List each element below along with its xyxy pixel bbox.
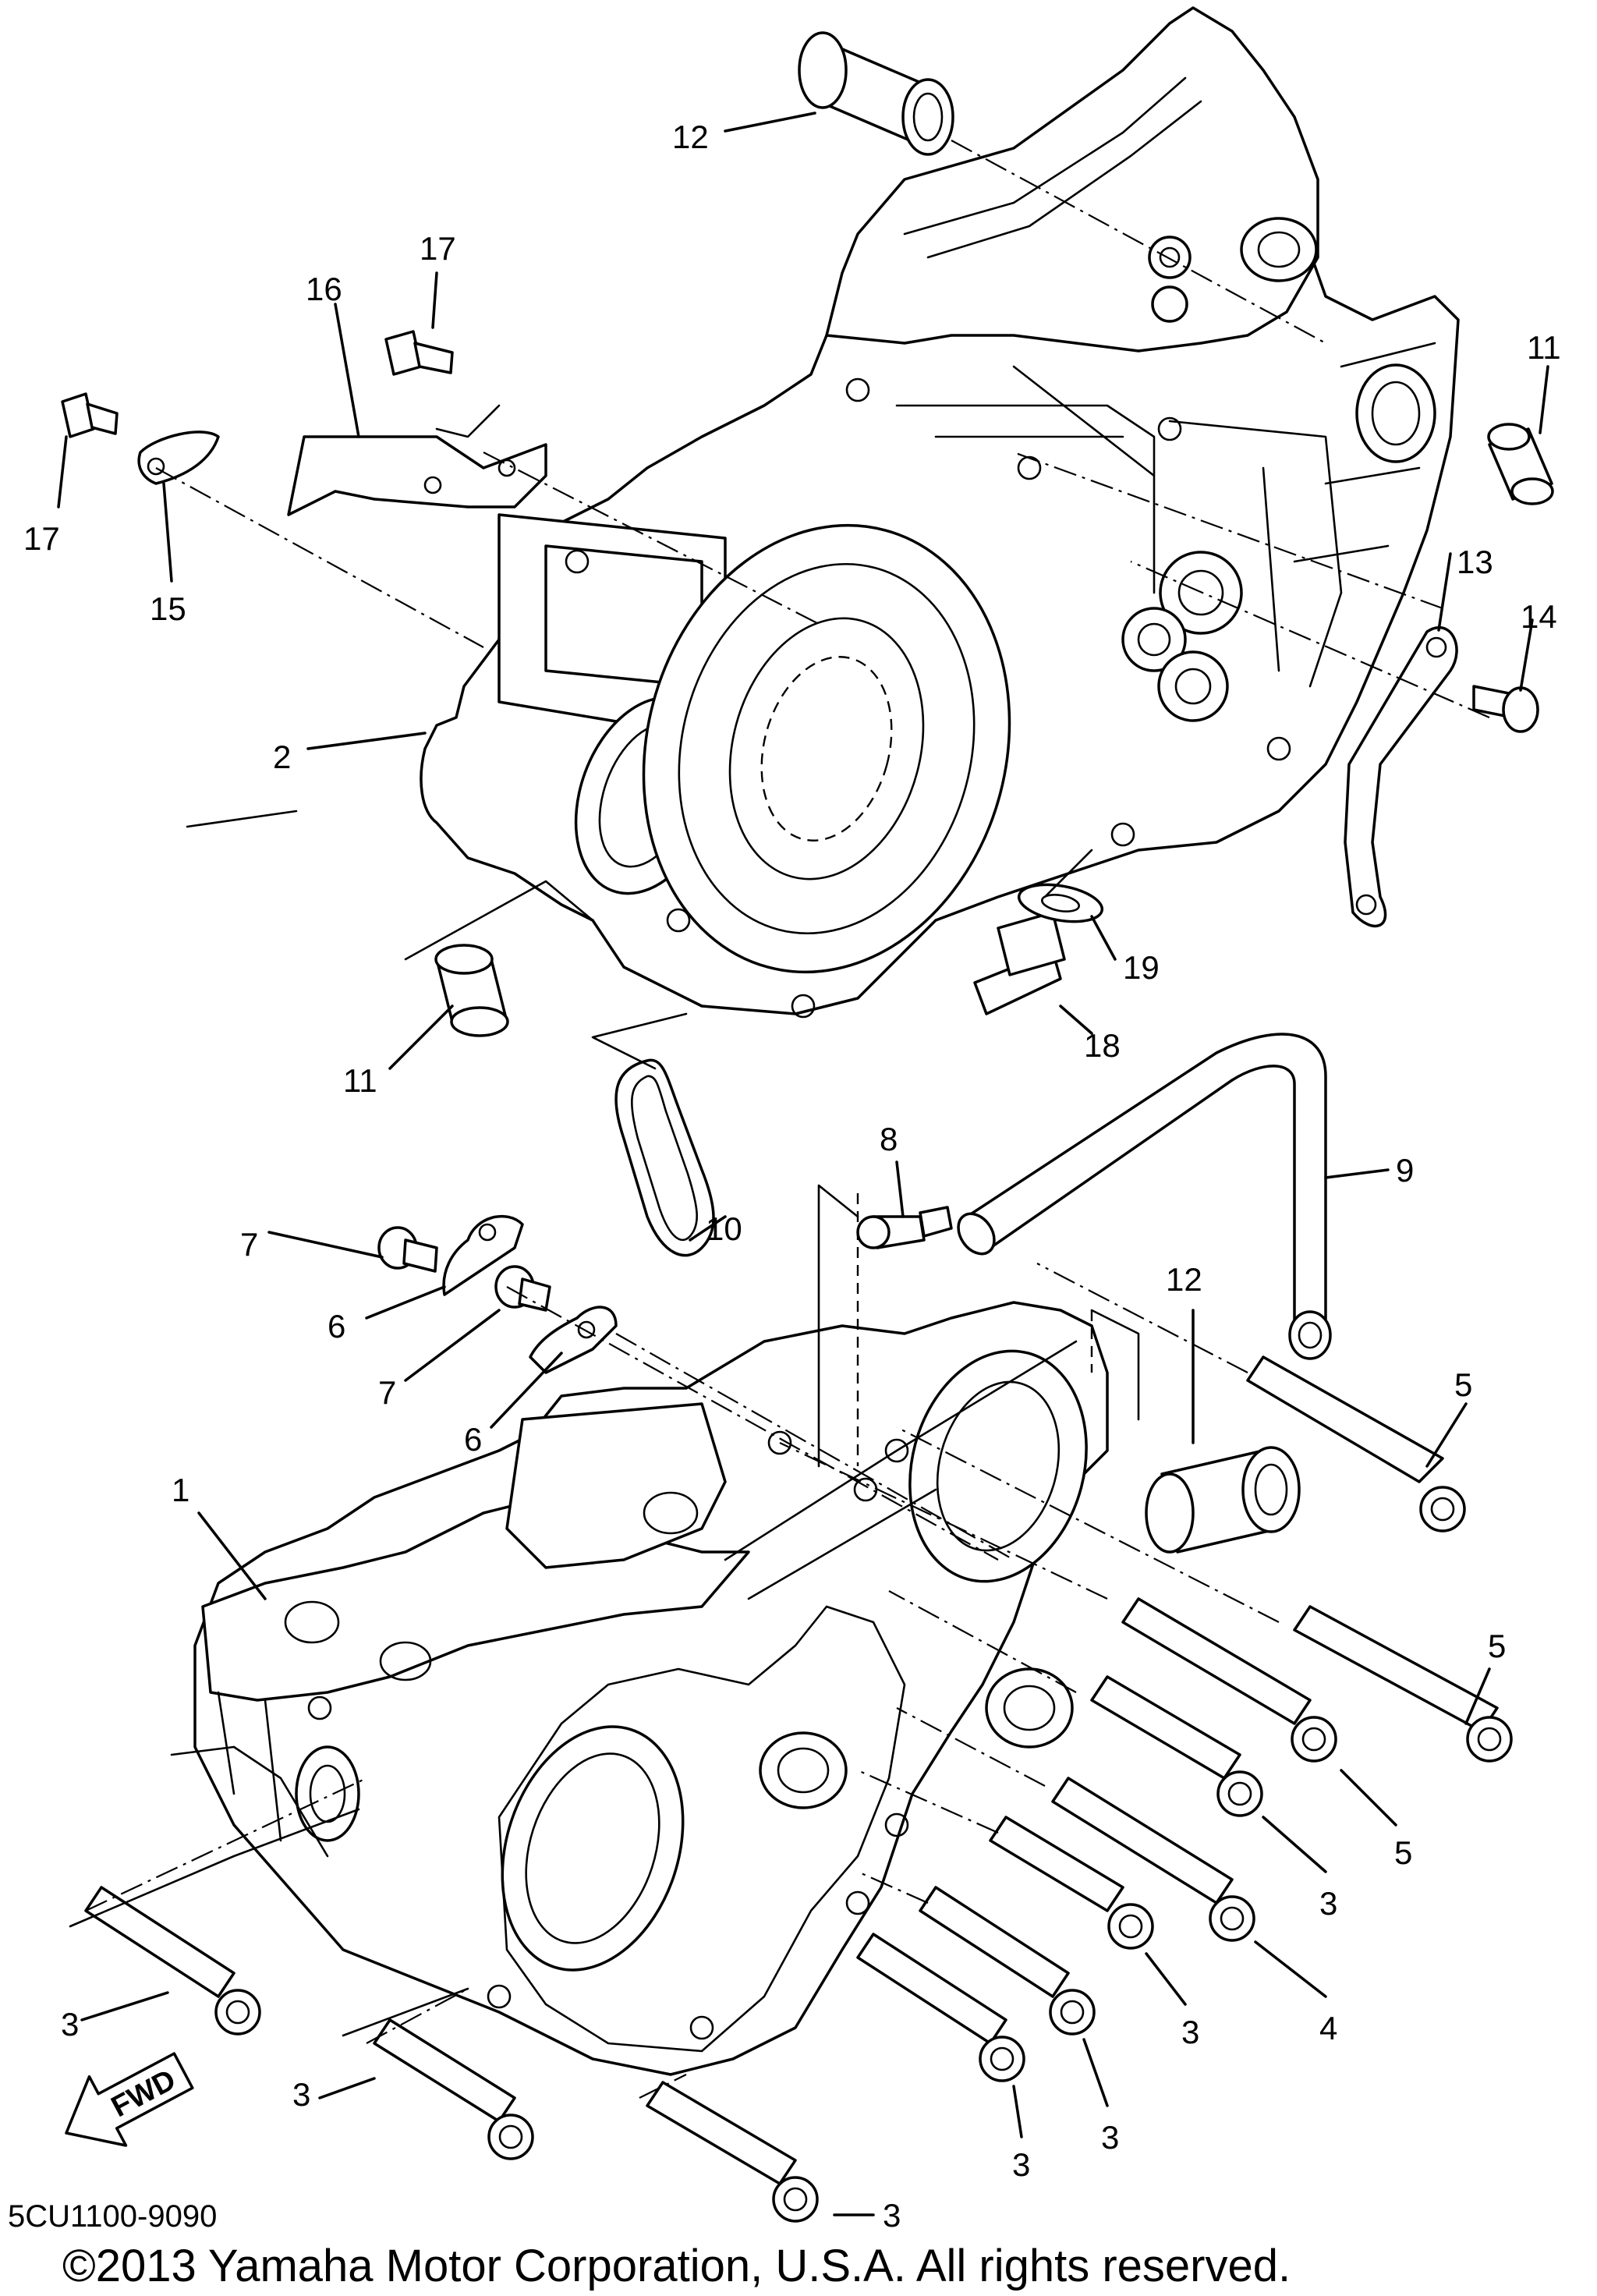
bushing-12-lower [1145,1446,1301,1554]
bolt-17-top [384,330,454,376]
callout-3-b: 3 [1181,2014,1199,2050]
callout-2: 2 [273,739,291,775]
bolt-17-left [61,392,119,438]
plate-6-lower [529,1306,618,1374]
callout-7-lower: 7 [378,1374,396,1411]
callout-6-top: 6 [328,1308,345,1345]
crankcase-left-half [170,1301,1109,2076]
copyright-notice: ©2013 Yamaha Motor Corporation, U.S.A. A… [62,2241,1291,2291]
callout-9: 9 [1396,1152,1414,1189]
callout-11-right: 11 [1527,329,1561,366]
callout-17-left: 17 [23,520,60,557]
drain-bolt-18 [973,911,1066,1015]
callout-15: 15 [150,590,186,627]
callout-10: 10 [706,1210,742,1247]
callout-3-d: 3 [1012,2146,1030,2183]
dowel-11-right [1487,423,1554,505]
callout-5-lower: 5 [1394,1834,1412,1871]
plate-13 [1344,625,1458,928]
callout-16: 16 [306,271,342,307]
dowel-11-left [434,944,509,1037]
bracket-16 [287,435,547,516]
callout-7-top: 7 [240,1226,258,1263]
plate-15 [137,430,220,485]
callout-3-g: 3 [292,2076,310,2113]
callout-6-lower: 6 [464,1421,482,1458]
callout-19: 19 [1123,949,1160,986]
callout-3-f: 3 [61,2006,79,2043]
oring-10 [614,1058,715,1257]
forward-direction-arrow: FWD [65,2052,194,2147]
callout-1: 1 [172,1472,189,1508]
leader-lines [57,112,1549,2216]
callout-8: 8 [880,1121,898,1157]
callout-13: 13 [1457,544,1493,580]
callout-3-e: 3 [883,2197,901,2234]
callout-17-top: 17 [420,230,456,267]
diagram-code: 5CU1100-9090 [8,2199,217,2234]
screw-7-top [377,1226,438,1273]
long-bolts [84,1355,1513,2223]
callout-12-top: 12 [672,119,709,155]
callout-18: 18 [1084,1027,1121,1064]
callout-3-c: 3 [1101,2119,1119,2156]
hose-joint-8 [856,1206,953,1249]
callout-5-mid: 5 [1488,1628,1506,1664]
screw-14 [1472,685,1539,733]
screw-7-lower [494,1265,551,1312]
bushing-12-top [798,31,954,156]
crankcase-right-half [420,6,1460,1019]
callout-numbers: 12 17 16 17 15 11 13 14 2 19 18 11 10 8 … [23,119,1561,2234]
callout-12-lower: 12 [1166,1261,1202,1298]
callout-5-top: 5 [1454,1366,1472,1403]
callout-4: 4 [1319,2010,1337,2046]
callout-11-left: 11 [343,1062,377,1099]
callout-14: 14 [1521,598,1557,635]
callout-3-a: 3 [1319,1885,1337,1922]
hose-9 [957,1033,1332,1360]
plate-6-top [442,1214,524,1296]
washer-19 [1017,883,1104,923]
alignment-lines [69,140,1490,2099]
